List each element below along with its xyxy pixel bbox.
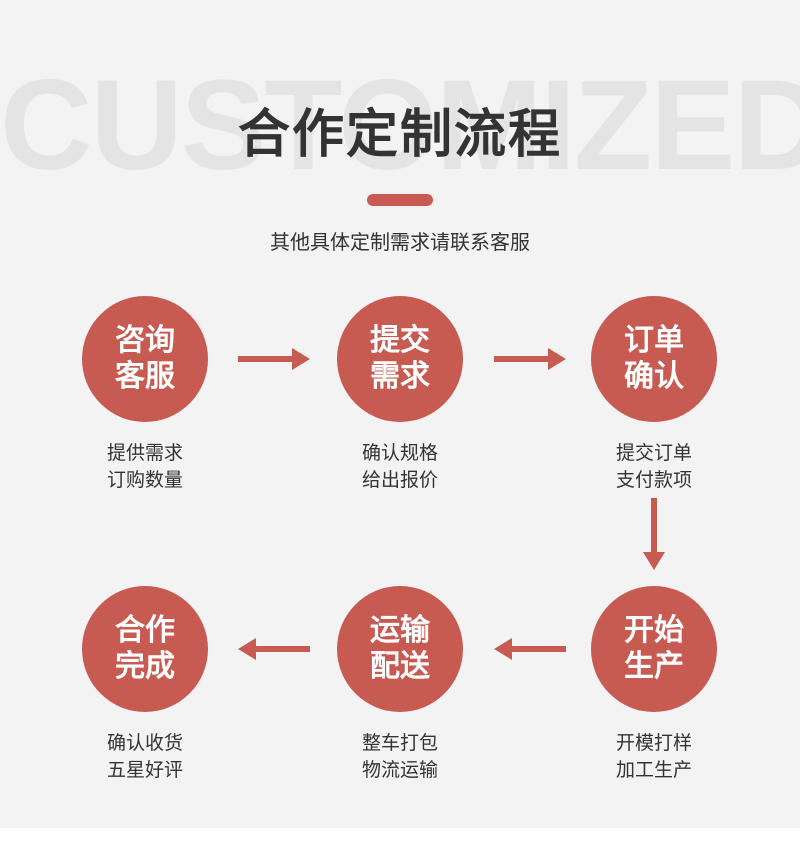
step-2-title: 提交 需求 [370, 323, 430, 394]
step-5-description: 整车打包 物流运输 [361, 732, 438, 781]
arrow-left-icon [494, 638, 566, 660]
step-3-description: 提交订单 支付款项 [615, 442, 692, 491]
step-3-circle: 订单 确认 [591, 296, 717, 422]
step-2-description: 确认规格 给出报价 [361, 442, 438, 491]
step-4-title: 开始 生产 [624, 613, 684, 684]
arrow-right-icon [494, 348, 566, 370]
bottom-band [0, 828, 800, 868]
title-underline [367, 194, 433, 206]
step-1-title: 咨询 客服 [115, 323, 175, 394]
step-3-title: 订单 确认 [624, 323, 684, 394]
step-2-circle: 提交 需求 [337, 296, 463, 422]
page-title: 合作定制流程 [237, 105, 562, 165]
page-subtitle: 其他具体定制需求请联系客服 [270, 230, 530, 254]
step-1-description: 提供需求 订购数量 [106, 442, 183, 491]
arrow-left-icon [238, 638, 310, 660]
step-6-description: 确认收货 五星好评 [106, 732, 183, 781]
step-6-title: 合作 完成 [115, 613, 175, 684]
step-6-circle: 合作 完成 [82, 586, 208, 712]
step-4-circle: 开始 生产 [591, 586, 717, 712]
arrow-right-icon [238, 348, 310, 370]
step-5-circle: 运输 配送 [337, 586, 463, 712]
page-background: CUSTOMIZED 合作定制流程 其他具体定制需求请联系客服 咨询 客服 提供… [0, 54, 800, 781]
watermark-text: CUSTOMIZED [0, 54, 800, 197]
step-1-circle: 咨询 客服 [82, 296, 208, 422]
arrow-down-icon [643, 498, 665, 570]
step-5-title: 运输 配送 [370, 613, 430, 684]
step-4-description: 开模打样 加工生产 [615, 732, 692, 781]
